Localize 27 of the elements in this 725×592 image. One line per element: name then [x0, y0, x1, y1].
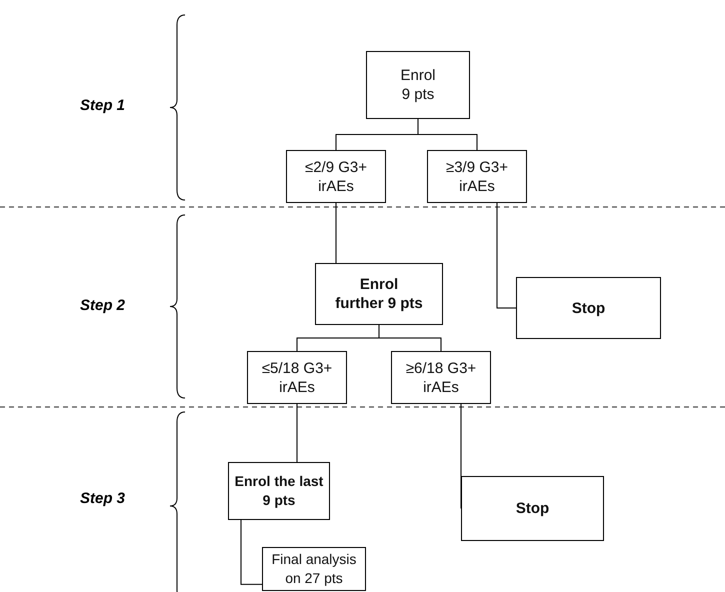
box-text: Stop	[516, 499, 550, 518]
process-box	[286, 150, 386, 203]
process-box	[391, 351, 491, 404]
box-text: ≥6/18 G3+ irAEs	[404, 358, 478, 396]
connector-line	[240, 520, 262, 585]
step-label: Step 2	[80, 297, 126, 314]
box-text: Final analysis on 27 pts	[270, 550, 358, 588]
box-text: Stop	[572, 298, 606, 318]
process-box	[228, 462, 330, 520]
step-label: Step 3	[80, 490, 126, 507]
step-label: Step 1	[80, 97, 126, 114]
process-box	[427, 150, 527, 203]
process-box	[516, 277, 661, 339]
box-text: ≥3/9 G3+ irAEs	[444, 158, 510, 196]
connector-line	[496, 202, 516, 308]
process-box	[366, 51, 470, 119]
process-box	[315, 263, 443, 325]
box-text: Enrol further 9 pts	[334, 275, 424, 313]
box-text: ≤5/18 G3+ irAEs	[260, 358, 334, 396]
connector-line	[418, 118, 478, 150]
box-text: Enrol the last 9 pts	[234, 472, 324, 510]
box-text: ≤2/9 G3+ irAEs	[304, 158, 368, 196]
process-box	[461, 476, 604, 541]
box-text: Enrol 9 pts	[399, 66, 437, 104]
connector-line	[296, 404, 298, 462]
process-box	[262, 547, 366, 591]
process-box	[247, 351, 347, 404]
